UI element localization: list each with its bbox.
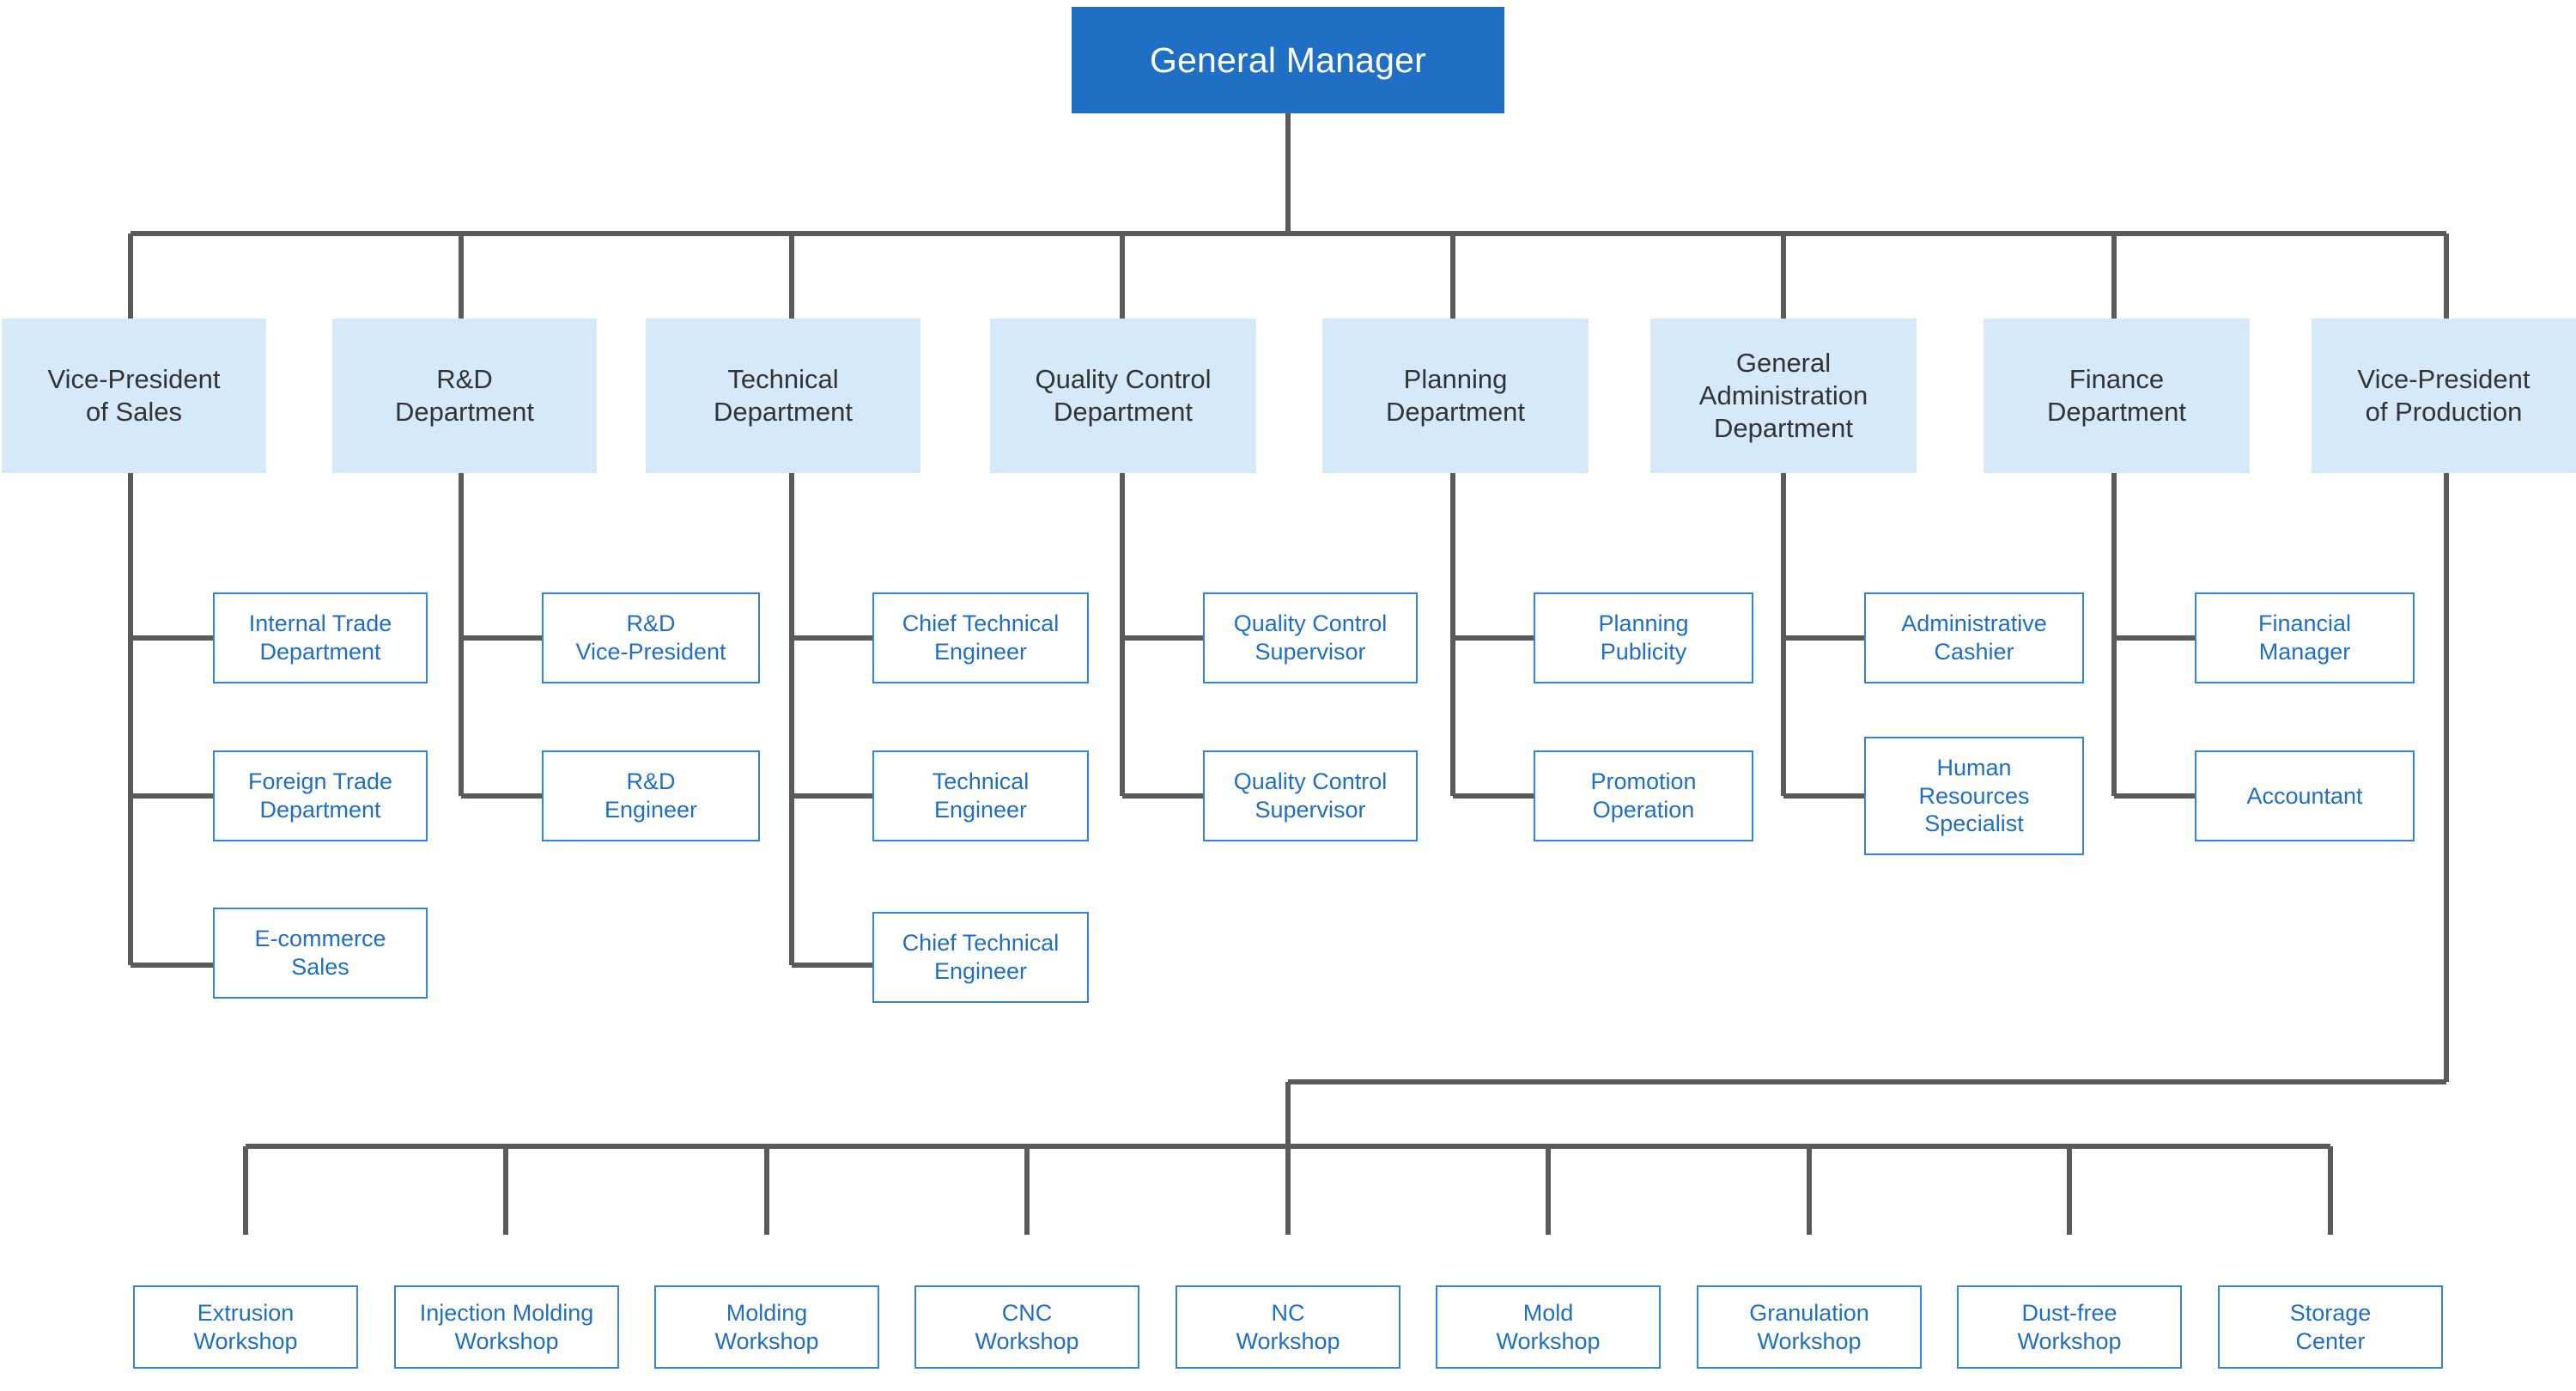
node-dept-finance-department[interactable]: Finance Department [1984,319,2250,473]
node-dept-vice-president-of-sales-label: Vice-President of Sales [47,364,221,427]
node-role-quality-control-supervisor-2[interactable]: Quality Control Supervisor [1203,750,1418,841]
node-workshop-nc-label: NC Workshop [1236,1299,1340,1354]
node-role-foreign-trade-department[interactable]: Foreign Trade Department [213,750,428,841]
node-dept-quality-control-department[interactable]: Quality Control Department [990,319,1256,473]
node-dept-technical-department-label: Technical Department [714,364,853,427]
node-workshop-mold-label: Mold Workshop [1496,1299,1601,1354]
node-workshop-granulation-label: Granulation Workshop [1749,1299,1869,1354]
node-role-chief-technical-engineer-1[interactable]: Chief Technical Engineer [872,592,1089,683]
node-role-technical-engineer[interactable]: Technical Engineer [872,750,1089,841]
node-dept-general-administration-department[interactable]: General Administration Department [1650,319,1917,473]
node-workshop-molding[interactable]: Molding Workshop [654,1285,879,1369]
node-dept-vice-president-of-production[interactable]: Vice-President of Production [2312,319,2576,473]
node-role-administrative-cashier[interactable]: Administrative Cashier [1864,592,2084,683]
node-dept-vice-president-of-sales[interactable]: Vice-President of Sales [2,319,266,473]
node-role-promotion-operation[interactable]: Promotion Operation [1534,750,1753,841]
node-dept-rd-department[interactable]: R&D Department [332,319,597,473]
node-workshop-cnc[interactable]: CNC Workshop [914,1285,1139,1369]
node-workshop-nc[interactable]: NC Workshop [1176,1285,1400,1369]
node-role-chief-technical-engineer-2-label: Chief Technical Engineer [902,930,1060,984]
node-role-quality-control-supervisor-1[interactable]: Quality Control Supervisor [1203,592,1418,683]
node-dept-technical-department[interactable]: Technical Department [646,319,920,473]
node-role-accountant[interactable]: Accountant [2195,750,2415,841]
node-role-human-resources-specialist-label: Human Resources Specialist [1918,754,2030,837]
node-workshop-extrusion[interactable]: Extrusion Workshop [133,1285,358,1369]
node-role-e-commerce-sales-label: E-commerce Sales [254,926,386,980]
node-role-technical-engineer-label: Technical Engineer [932,768,1030,823]
node-dept-rd-department-label: R&D Department [395,364,534,427]
node-role-planning-publicity[interactable]: Planning Publicity [1534,592,1753,683]
node-role-chief-technical-engineer-2[interactable]: Chief Technical Engineer [872,912,1089,1003]
node-role-internal-trade-department[interactable]: Internal Trade Department [213,592,428,683]
node-workshop-storage-center-label: Storage Center [2289,1299,2372,1354]
node-role-internal-trade-department-label: Internal Trade Department [248,610,392,665]
node-workshop-granulation[interactable]: Granulation Workshop [1697,1285,1922,1369]
node-general-manager-label: General Manager [1149,39,1427,80]
node-role-quality-control-supervisor-1-label: Quality Control Supervisor [1233,610,1388,665]
node-dept-finance-department-label: Finance Department [2047,364,2186,427]
node-role-rd-vice-president[interactable]: R&D Vice-President [542,592,760,683]
node-dept-vice-president-of-production-label: Vice-President of Production [2357,364,2530,427]
node-dept-general-administration-department-label: General Administration Department [1698,348,1868,443]
node-general-manager[interactable]: General Manager [1072,7,1504,113]
node-role-human-resources-specialist[interactable]: Human Resources Specialist [1864,737,2084,855]
node-dept-quality-control-department-label: Quality Control Department [1035,364,1212,427]
node-dept-planning-department[interactable]: Planning Department [1322,319,1589,473]
node-role-promotion-operation-label: Promotion Operation [1590,768,1697,823]
node-role-e-commerce-sales[interactable]: E-commerce Sales [213,908,428,999]
node-role-financial-manager-label: Financial Manager [2257,610,2352,665]
node-workshop-dust-free-label: Dust-free Workshop [2017,1299,2122,1354]
node-role-foreign-trade-department-label: Foreign Trade Department [247,768,393,823]
node-role-quality-control-supervisor-2-label: Quality Control Supervisor [1233,768,1388,823]
node-role-chief-technical-engineer-1-label: Chief Technical Engineer [902,610,1060,665]
node-role-planning-publicity-label: Planning Publicity [1598,610,1689,665]
node-workshop-cnc-label: CNC Workshop [975,1299,1079,1354]
node-role-financial-manager[interactable]: Financial Manager [2195,592,2415,683]
node-workshop-mold[interactable]: Mold Workshop [1436,1285,1661,1369]
node-workshop-molding-label: Molding Workshop [714,1299,819,1354]
node-workshop-storage-center[interactable]: Storage Center [2218,1285,2443,1369]
node-workshop-extrusion-label: Extrusion Workshop [193,1299,298,1354]
node-role-accountant-label: Accountant [2246,782,2363,809]
node-role-rd-vice-president-label: R&D Vice-President [575,610,726,665]
node-role-rd-engineer[interactable]: R&D Engineer [542,750,760,841]
node-dept-planning-department-label: Planning Department [1386,364,1525,427]
node-workshop-injection-molding-label: Injection Molding Workshop [419,1299,594,1354]
node-workshop-injection-molding[interactable]: Injection Molding Workshop [394,1285,619,1369]
node-workshop-dust-free[interactable]: Dust-free Workshop [1957,1285,2182,1369]
node-role-administrative-cashier-label: Administrative Cashier [1901,610,2047,665]
node-role-rd-engineer-label: R&D Engineer [604,768,698,823]
